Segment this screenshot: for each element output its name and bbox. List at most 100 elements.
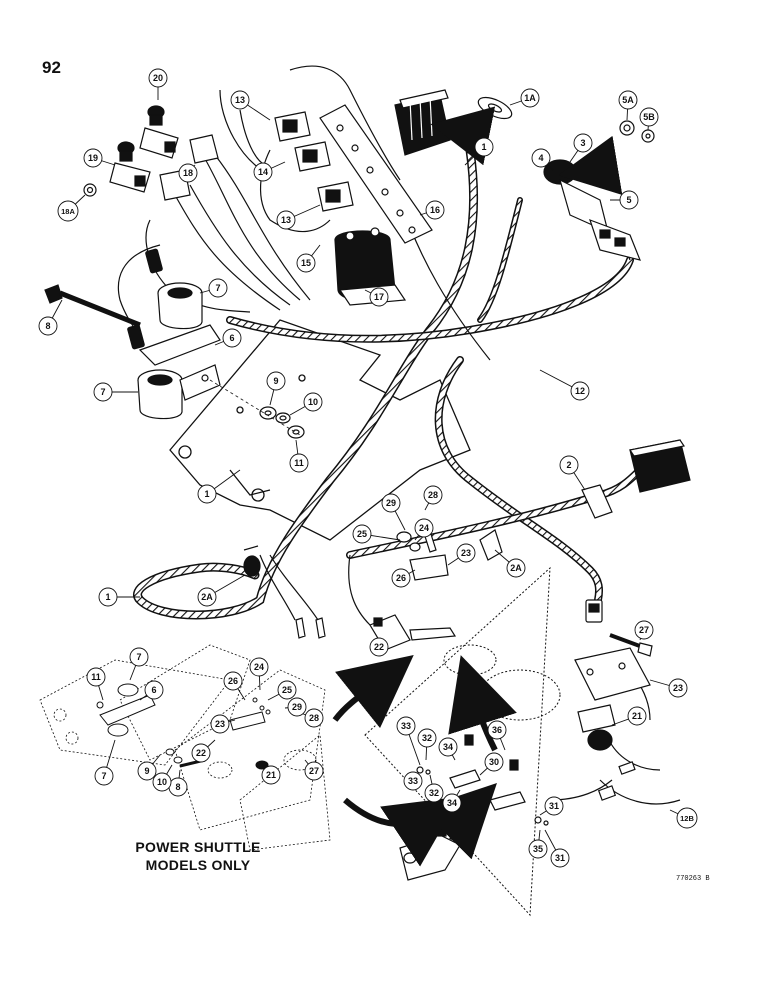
callout-circle xyxy=(144,680,164,700)
callout-label: 27 xyxy=(639,625,649,635)
nut-18a xyxy=(83,183,97,197)
callout-circle xyxy=(276,210,296,230)
callout-circle xyxy=(208,278,228,298)
connector-plug-left xyxy=(127,248,163,350)
inset-parts xyxy=(96,683,271,770)
callout-label: 29 xyxy=(292,702,302,712)
callout-label: 28 xyxy=(428,490,438,500)
callout-circle xyxy=(506,558,526,578)
callout-label: 24 xyxy=(419,523,429,533)
callout-circle xyxy=(403,771,423,791)
callout-label: 31 xyxy=(549,801,559,811)
callout-circle xyxy=(137,761,157,781)
callout-circle xyxy=(442,793,462,813)
drawing-id: 770263 B xyxy=(676,875,710,883)
callout-label: 11 xyxy=(294,458,304,468)
callout-circle xyxy=(148,68,168,88)
callout-label: 21 xyxy=(632,711,642,721)
callout-circle xyxy=(559,455,579,475)
callout-circle xyxy=(618,90,638,110)
callout-circle xyxy=(98,587,118,607)
callout-circle xyxy=(197,587,217,607)
callout-label: 12B xyxy=(680,814,694,823)
callout-label: 7 xyxy=(101,771,106,781)
callout-label: 35 xyxy=(533,844,543,854)
callout-circle xyxy=(627,706,647,726)
callout-label: 34 xyxy=(447,798,457,808)
callout-label: 23 xyxy=(673,683,683,693)
callout-circle xyxy=(287,697,307,717)
callout-label: 4 xyxy=(538,153,543,163)
arrow-panel-up xyxy=(448,655,517,752)
nut-5a xyxy=(619,120,635,136)
callout-label: 9 xyxy=(144,766,149,776)
bracket-6 xyxy=(138,324,221,401)
bolt-8 xyxy=(44,284,141,328)
callout-label: 7 xyxy=(100,387,105,397)
nut-11 xyxy=(287,425,305,439)
callout-circle xyxy=(634,620,654,640)
callout-label: 5A xyxy=(622,95,634,105)
callout-label: 33 xyxy=(401,721,411,731)
callouts: 1111A22A2A3455A5B6677778899101011111212B… xyxy=(38,68,698,868)
callout-label: 22 xyxy=(374,642,384,652)
callout-label: 1 xyxy=(204,489,209,499)
callout-label: 10 xyxy=(308,397,318,407)
callout-label: 13 xyxy=(235,95,245,105)
callout-circle xyxy=(668,678,688,698)
callout-circle xyxy=(520,88,540,108)
callout-circle xyxy=(573,133,593,153)
callout-label: 28 xyxy=(309,713,319,723)
callout-label: 2 xyxy=(566,460,571,470)
callout-label: 2A xyxy=(510,563,522,573)
callout-circle xyxy=(83,148,103,168)
multi-pin-connector xyxy=(394,89,451,156)
power-shuttle-note: POWER SHUTTLE MODELS ONLY xyxy=(118,838,278,874)
harness-clip-2 xyxy=(581,484,613,519)
terminals xyxy=(295,617,326,639)
callout-circle xyxy=(369,287,389,307)
washer-5b xyxy=(641,129,655,143)
callout-circle xyxy=(531,148,551,168)
callout-circle xyxy=(484,752,504,772)
callout-label: 24 xyxy=(254,662,264,672)
callout-circle xyxy=(639,107,659,127)
callout-circle xyxy=(391,568,411,588)
solenoid-17 xyxy=(334,227,407,306)
callout-circle xyxy=(94,766,114,786)
callout-circle xyxy=(414,518,434,538)
callout-label: 19 xyxy=(88,153,98,163)
callout-label: 25 xyxy=(357,529,367,539)
push-switch-19 xyxy=(109,141,151,193)
inset-panels xyxy=(39,644,331,851)
capacitor-7-lower xyxy=(137,369,183,420)
callout-circle xyxy=(619,190,639,210)
callout-circle xyxy=(474,137,494,157)
callout-circle xyxy=(296,253,316,273)
washer-10 xyxy=(275,412,291,424)
callout-circle xyxy=(425,200,445,220)
bracket-36 xyxy=(399,825,461,881)
callout-label: 21 xyxy=(266,770,276,780)
page-number: 92 xyxy=(42,58,61,77)
end-connector xyxy=(585,599,603,623)
callout-label: 26 xyxy=(396,573,406,583)
callout-label: 3 xyxy=(580,138,585,148)
callout-circle xyxy=(210,714,230,734)
callout-circle xyxy=(197,484,217,504)
callout-label: 5 xyxy=(626,195,631,205)
callout-circle xyxy=(438,737,458,757)
bolt-27 xyxy=(609,633,653,657)
relay-box-12 xyxy=(629,439,691,493)
callout-circle xyxy=(528,839,548,859)
callout-label: 26 xyxy=(228,676,238,686)
callout-circle xyxy=(550,848,570,868)
arrow-to-panel-lower xyxy=(343,796,460,867)
callout-circle xyxy=(261,765,281,785)
callout-label: 1 xyxy=(481,142,486,152)
callout-circle xyxy=(396,716,416,736)
callout-circle xyxy=(424,783,444,803)
switch-21 xyxy=(577,704,616,751)
relay-14 xyxy=(294,141,331,172)
callout-label: 12 xyxy=(575,386,585,396)
